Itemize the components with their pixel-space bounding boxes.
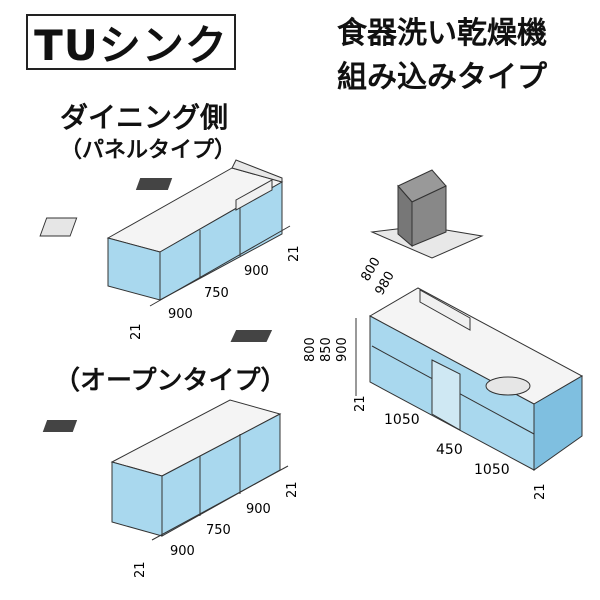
dining-side-label: ダイニング側: [60, 101, 229, 134]
product-title: TUシンク: [26, 14, 236, 70]
open-dim-21-right: 21: [285, 481, 300, 498]
open-type-dimensions: 21 900 750 900 21: [133, 465, 300, 578]
kitchen-height-900: 900: [335, 337, 350, 362]
subtitle-line-2: 組み込みタイプ: [337, 60, 547, 95]
kitchen-height-800: 800: [303, 337, 318, 362]
kitchen-dim-1050-left: 1050: [384, 412, 420, 428]
open-type-unit: [42, 399, 282, 537]
open-type-label: （オープンタイプ）: [54, 366, 287, 396]
open-dim-900-b: 900: [246, 502, 271, 517]
range-hood: [370, 169, 484, 259]
panel-dim-900-b: 900: [244, 264, 269, 279]
kitchen-height-850: 850: [319, 337, 334, 362]
subtitle-line-1: 食器洗い乾燥機: [337, 16, 547, 51]
panel-type-dimensions: 21 900 750 900 21: [129, 225, 302, 340]
panel-type-unit: [39, 159, 284, 301]
kitchen-dim-21-left: 21: [353, 395, 368, 412]
panel-type-label: （パネルタイプ）: [60, 138, 237, 163]
open-dim-900-a: 900: [170, 544, 195, 559]
open-dim-750: 750: [206, 523, 231, 538]
kitchen-dim-1050-right: 1050: [474, 462, 510, 478]
panel-dim-750: 750: [204, 286, 229, 301]
product-subtitle: 食器洗い乾燥機 組み込みタイプ: [302, 12, 582, 100]
kitchen-dim-21-right: 21: [533, 483, 548, 500]
kitchen-dim-450: 450: [436, 442, 463, 458]
panel-dim-900-a: 900: [168, 307, 193, 322]
open-dim-21-left: 21: [133, 561, 148, 578]
main-kitchen-unit: [230, 287, 584, 471]
panel-dim-21-right: 21: [287, 245, 302, 262]
panel-dim-21-left: 21: [129, 323, 144, 340]
